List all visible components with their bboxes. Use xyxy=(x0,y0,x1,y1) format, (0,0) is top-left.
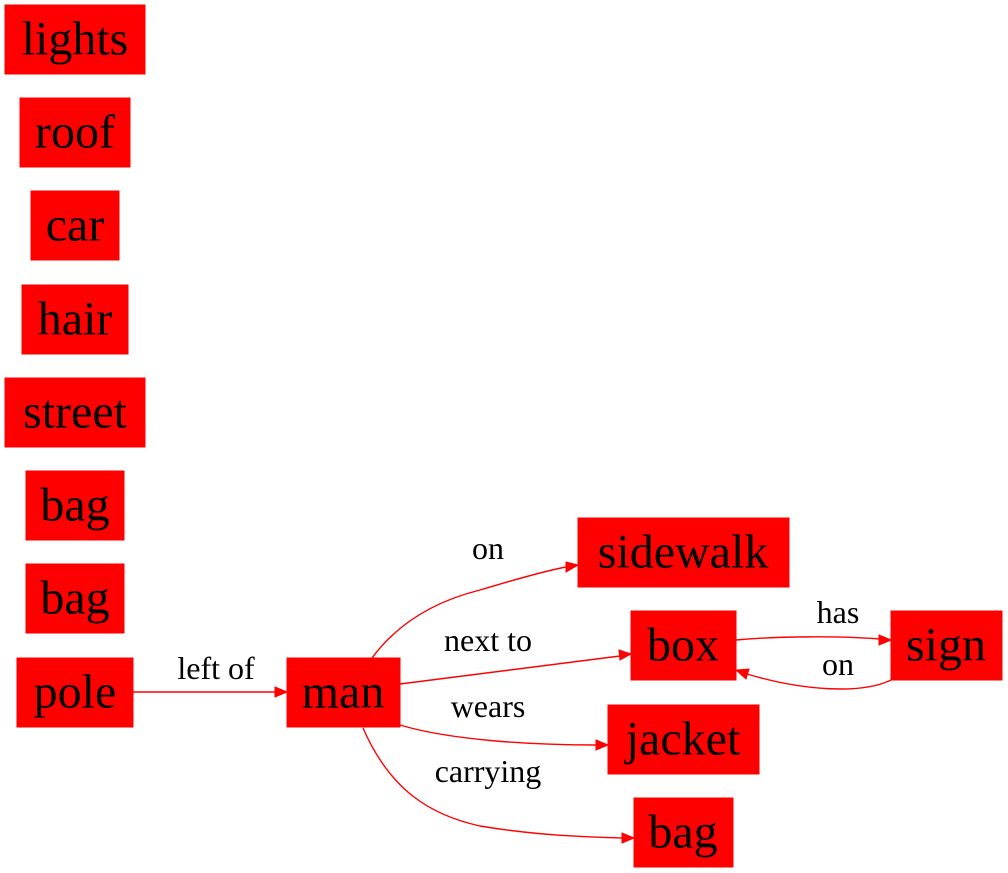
node-pole: pole xyxy=(16,657,134,728)
svg-text:street: street xyxy=(23,386,128,439)
edge-label-on-2: on xyxy=(822,646,854,682)
svg-text:sign: sign xyxy=(906,619,986,672)
node-lights: lights xyxy=(4,4,146,75)
edge-label-next-to: next to xyxy=(444,622,532,658)
svg-text:hair: hair xyxy=(38,293,113,346)
node-roof: roof xyxy=(19,97,131,168)
svg-text:man: man xyxy=(302,666,385,719)
node-bag: bag xyxy=(25,470,125,541)
edge-man-wears-jacket: wears xyxy=(399,688,610,751)
edge-pole-left-of-man: left of xyxy=(133,650,289,698)
svg-text:bag: bag xyxy=(40,479,109,532)
node-hair: hair xyxy=(21,284,129,355)
node-car: car xyxy=(30,190,120,261)
edge-sign-on-box: on xyxy=(734,646,892,690)
edge-man-on-sidewalk: on xyxy=(371,530,580,659)
node-sign: sign xyxy=(890,610,1003,681)
svg-text:sidewalk: sidewalk xyxy=(598,526,769,579)
svg-text:box: box xyxy=(647,619,719,672)
svg-text:bag: bag xyxy=(648,806,717,859)
svg-text:lights: lights xyxy=(22,13,129,66)
svg-text:car: car xyxy=(46,199,105,252)
edge-man-carrying-bag: carrying xyxy=(362,727,636,844)
edge-box-has-sign: has xyxy=(735,594,893,646)
edge-label-on: on xyxy=(472,530,504,566)
edge-label-left-of: left of xyxy=(177,650,255,686)
node-man: man xyxy=(286,657,401,728)
node-box: box xyxy=(630,610,737,681)
node-bag: bag xyxy=(25,563,125,634)
svg-text:pole: pole xyxy=(34,666,117,719)
edge-label-carrying: carrying xyxy=(435,753,542,789)
edge-label-wears: wears xyxy=(451,688,526,724)
node-bag: bag xyxy=(633,797,734,868)
svg-text:bag: bag xyxy=(40,572,109,625)
edge-label-has: has xyxy=(817,594,860,630)
edge-man-next-to-box: next to xyxy=(399,622,633,685)
svg-text:jacket: jacket xyxy=(624,713,741,766)
node-sidewalk: sidewalk xyxy=(577,517,790,588)
node-jacket: jacket xyxy=(607,704,760,775)
node-street: street xyxy=(4,377,146,448)
svg-text:roof: roof xyxy=(35,106,115,159)
